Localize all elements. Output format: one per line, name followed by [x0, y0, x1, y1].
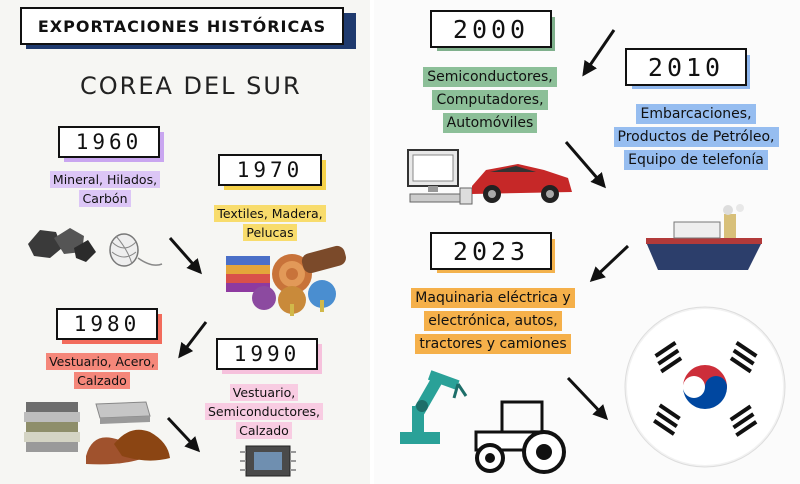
arrow [589, 244, 630, 283]
arrow [582, 29, 616, 77]
label-line: Pelucas [243, 224, 297, 241]
label-line: Equipo de telefonía [624, 150, 768, 170]
label-line: Semiconductores, [204, 403, 324, 420]
wood-icon [272, 245, 346, 294]
tractor-icon [474, 400, 566, 474]
korea-flag-icon [624, 306, 786, 468]
computer-icon [407, 149, 473, 205]
exports-2000: Semiconductores, Computadores, Automóvil… [410, 66, 570, 135]
label-line: Semiconductores, [423, 67, 557, 87]
year-1990: 1990 [216, 338, 318, 370]
clothes-icon [24, 402, 80, 452]
label-line: Productos de Petróleo, [613, 127, 779, 147]
exports-1980: Vestuario, Acero, Calzado [22, 352, 182, 390]
label-line: Vestuario, Acero, [46, 353, 158, 370]
year-1980: 1980 [56, 308, 158, 340]
robot-arm-icon [400, 370, 468, 444]
label-line: Mineral, Hilados, [49, 171, 161, 188]
year-2010: 2010 [625, 48, 747, 86]
clothes-steel-shoes-icons [24, 401, 170, 465]
coal-icon [28, 228, 96, 262]
arrow [178, 321, 208, 359]
year-1970: 1970 [218, 154, 322, 186]
label-line: Automóviles [442, 113, 538, 133]
label-line: tractores y camiones [415, 334, 571, 354]
chip-icon [240, 445, 296, 477]
ship-icon [646, 204, 762, 270]
year-2023: 2023 [430, 232, 552, 270]
exports-2023: Maquinaria eléctrica y electrónica, auto… [398, 287, 588, 356]
steel-icon [95, 401, 151, 424]
label-line: Maquinaria eléctrica y [411, 288, 575, 308]
exports-1960: Mineral, Hilados, Carbón [30, 170, 180, 208]
label-line: Calzado [236, 422, 292, 439]
year-2000: 2000 [430, 10, 552, 48]
label-line: Computadores, [432, 90, 548, 110]
arrow [566, 376, 609, 421]
year-1960: 1960 [58, 126, 160, 158]
exports-1970: Textiles, Madera, Pelucas [190, 204, 350, 242]
label-line: Carbón [79, 190, 131, 207]
shoe-icon [86, 429, 170, 465]
textiles-wood-wigs-icons [226, 245, 346, 316]
exports-2010: Embarcaciones, Productos de Petróleo, Eq… [596, 103, 796, 172]
label-line: Textiles, Madera, [214, 205, 326, 222]
arrow [168, 237, 202, 275]
arrow [166, 416, 201, 453]
arrow [564, 141, 606, 189]
page-subtitle: COREA DEL SUR [80, 72, 302, 100]
label-line: electrónica, autos, [424, 311, 562, 331]
yarn-icon [109, 233, 163, 267]
wig-icon [252, 280, 336, 316]
page-title: EXPORTACIONES HISTÓRICAS [20, 7, 344, 45]
label-line: Vestuario, [229, 384, 299, 401]
label-line: Embarcaciones, [636, 104, 756, 124]
label-line: Calzado [74, 372, 130, 389]
car-icon [472, 164, 572, 203]
exports-1990: Vestuario, Semiconductores, Calzado [190, 383, 338, 440]
fabric-icon [226, 256, 270, 292]
